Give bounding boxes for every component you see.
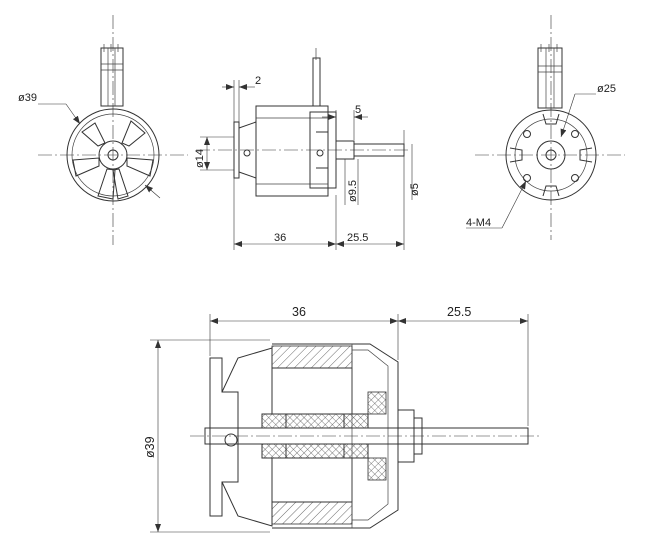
- flange-thickness-label: 2: [255, 75, 261, 87]
- rear-view: ø25 4-M4: [466, 15, 625, 240]
- rear-holes-label: 4-M4: [466, 217, 491, 229]
- side-view: 2 5 ø14 ø9.5 ø5 36 25.5: [194, 48, 421, 250]
- front-spokes: [72, 120, 154, 200]
- side-diameter-9-5-label: ø9.5: [347, 180, 359, 202]
- shaft-length-small-label: 5: [355, 104, 361, 116]
- rear-diameter-25-label: ø25: [597, 83, 616, 95]
- section-view: 36 25.5 ø39: [143, 305, 540, 533]
- section-diameter-39-label: ø39: [143, 436, 157, 458]
- side-length-36-label: 36: [274, 232, 286, 244]
- section-length-36-label: 36: [292, 305, 306, 319]
- section-shaft-25-5-label: 25.5: [447, 305, 471, 319]
- front-wires: [100, 44, 124, 107]
- shaft-diameter-5-label: ø5: [409, 183, 421, 196]
- side-diameter-14-label: ø14: [194, 149, 206, 168]
- side-shaft-25-5-label: 25.5: [347, 232, 368, 244]
- rear-wires: [537, 44, 563, 109]
- front-view: ø39: [18, 15, 188, 245]
- front-diameter-label: ø39: [18, 92, 37, 104]
